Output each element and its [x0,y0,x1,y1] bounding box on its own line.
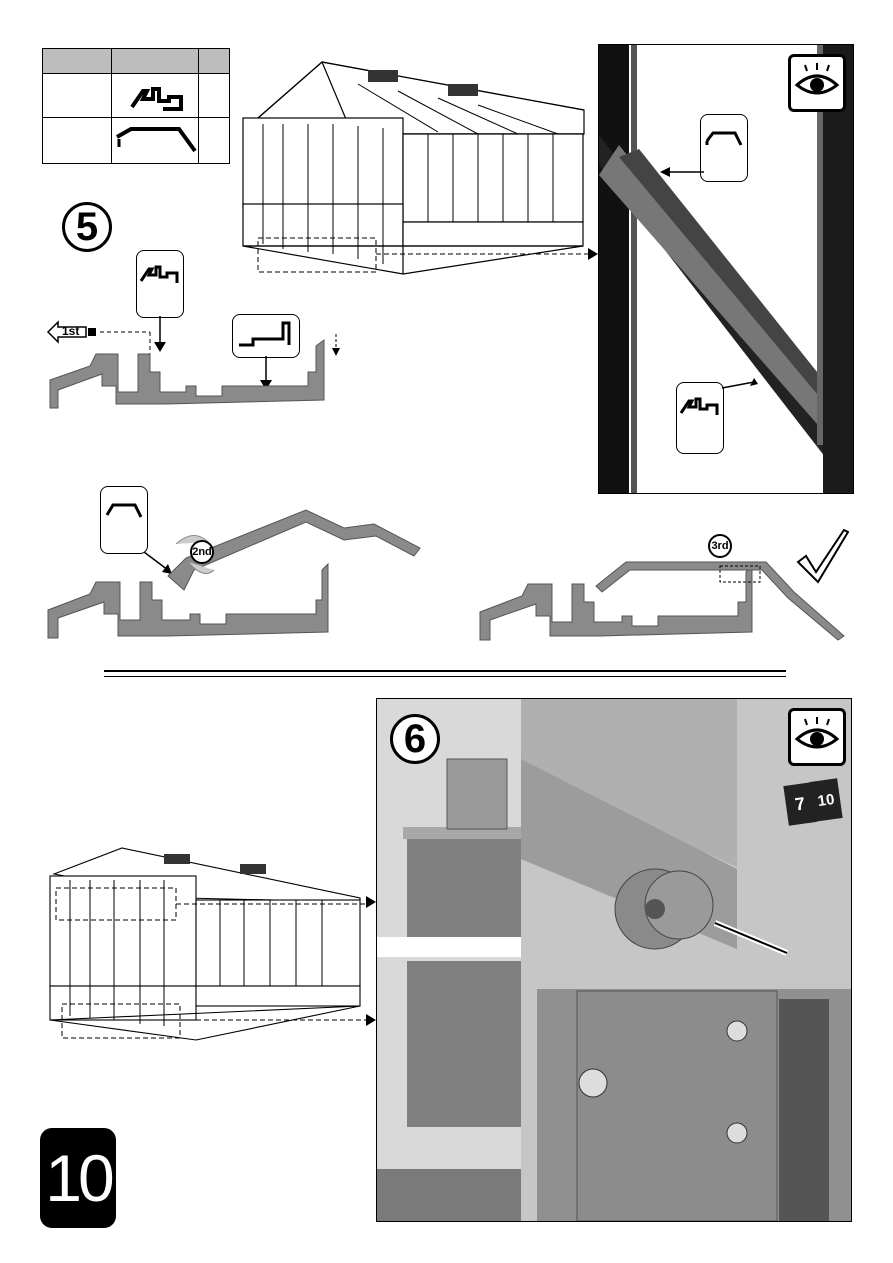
profile-cap-icon [701,115,747,181]
greenhouse-illustration [238,54,588,290]
pointer-arrow [718,378,758,394]
step-number-badge: 6 [390,714,440,764]
page-number: 10 [45,1140,110,1216]
profile-cap-callout [700,114,748,182]
step-number-badge: 5 [62,202,112,252]
flip-card-to: 10 [809,778,842,822]
parts-table [42,48,230,164]
eye-icon [791,57,843,109]
sequence-third-marker: 3rd [708,534,732,558]
profile-rotation-diagram [44,500,428,642]
step-number: 6 [404,717,426,762]
section-divider [104,670,786,677]
profile-af-callout [676,382,724,454]
flip-counter: 7 10 [780,770,844,828]
profile-final-diagram [476,552,848,644]
pointer-arrow [660,160,704,180]
checkmark-icon [794,526,850,584]
profile-af-icon [129,83,185,111]
eye-icon-box [788,54,846,112]
sequence-second-marker: 2nd [190,540,214,564]
profile-af-icon [137,251,183,317]
sequence-label: 3rd [711,540,728,552]
eye-icon [791,711,843,763]
eye-icon-box [788,708,846,766]
table-divider [43,117,229,118]
sequence-label: 2nd [192,546,212,558]
parts-table-header [43,49,229,74]
page-number-badge: 10 [40,1128,116,1228]
profile-assembly-diagram [46,330,346,410]
flip-counter-value: 10 [817,790,836,809]
greenhouse-illustration [44,840,376,1050]
table-divider [111,49,112,163]
step-number: 5 [76,205,98,250]
flip-counter-value: 7 [794,793,807,815]
profile-cap-icon [115,125,199,155]
profile-af-callout [136,250,184,318]
profile-af-icon [677,383,723,453]
